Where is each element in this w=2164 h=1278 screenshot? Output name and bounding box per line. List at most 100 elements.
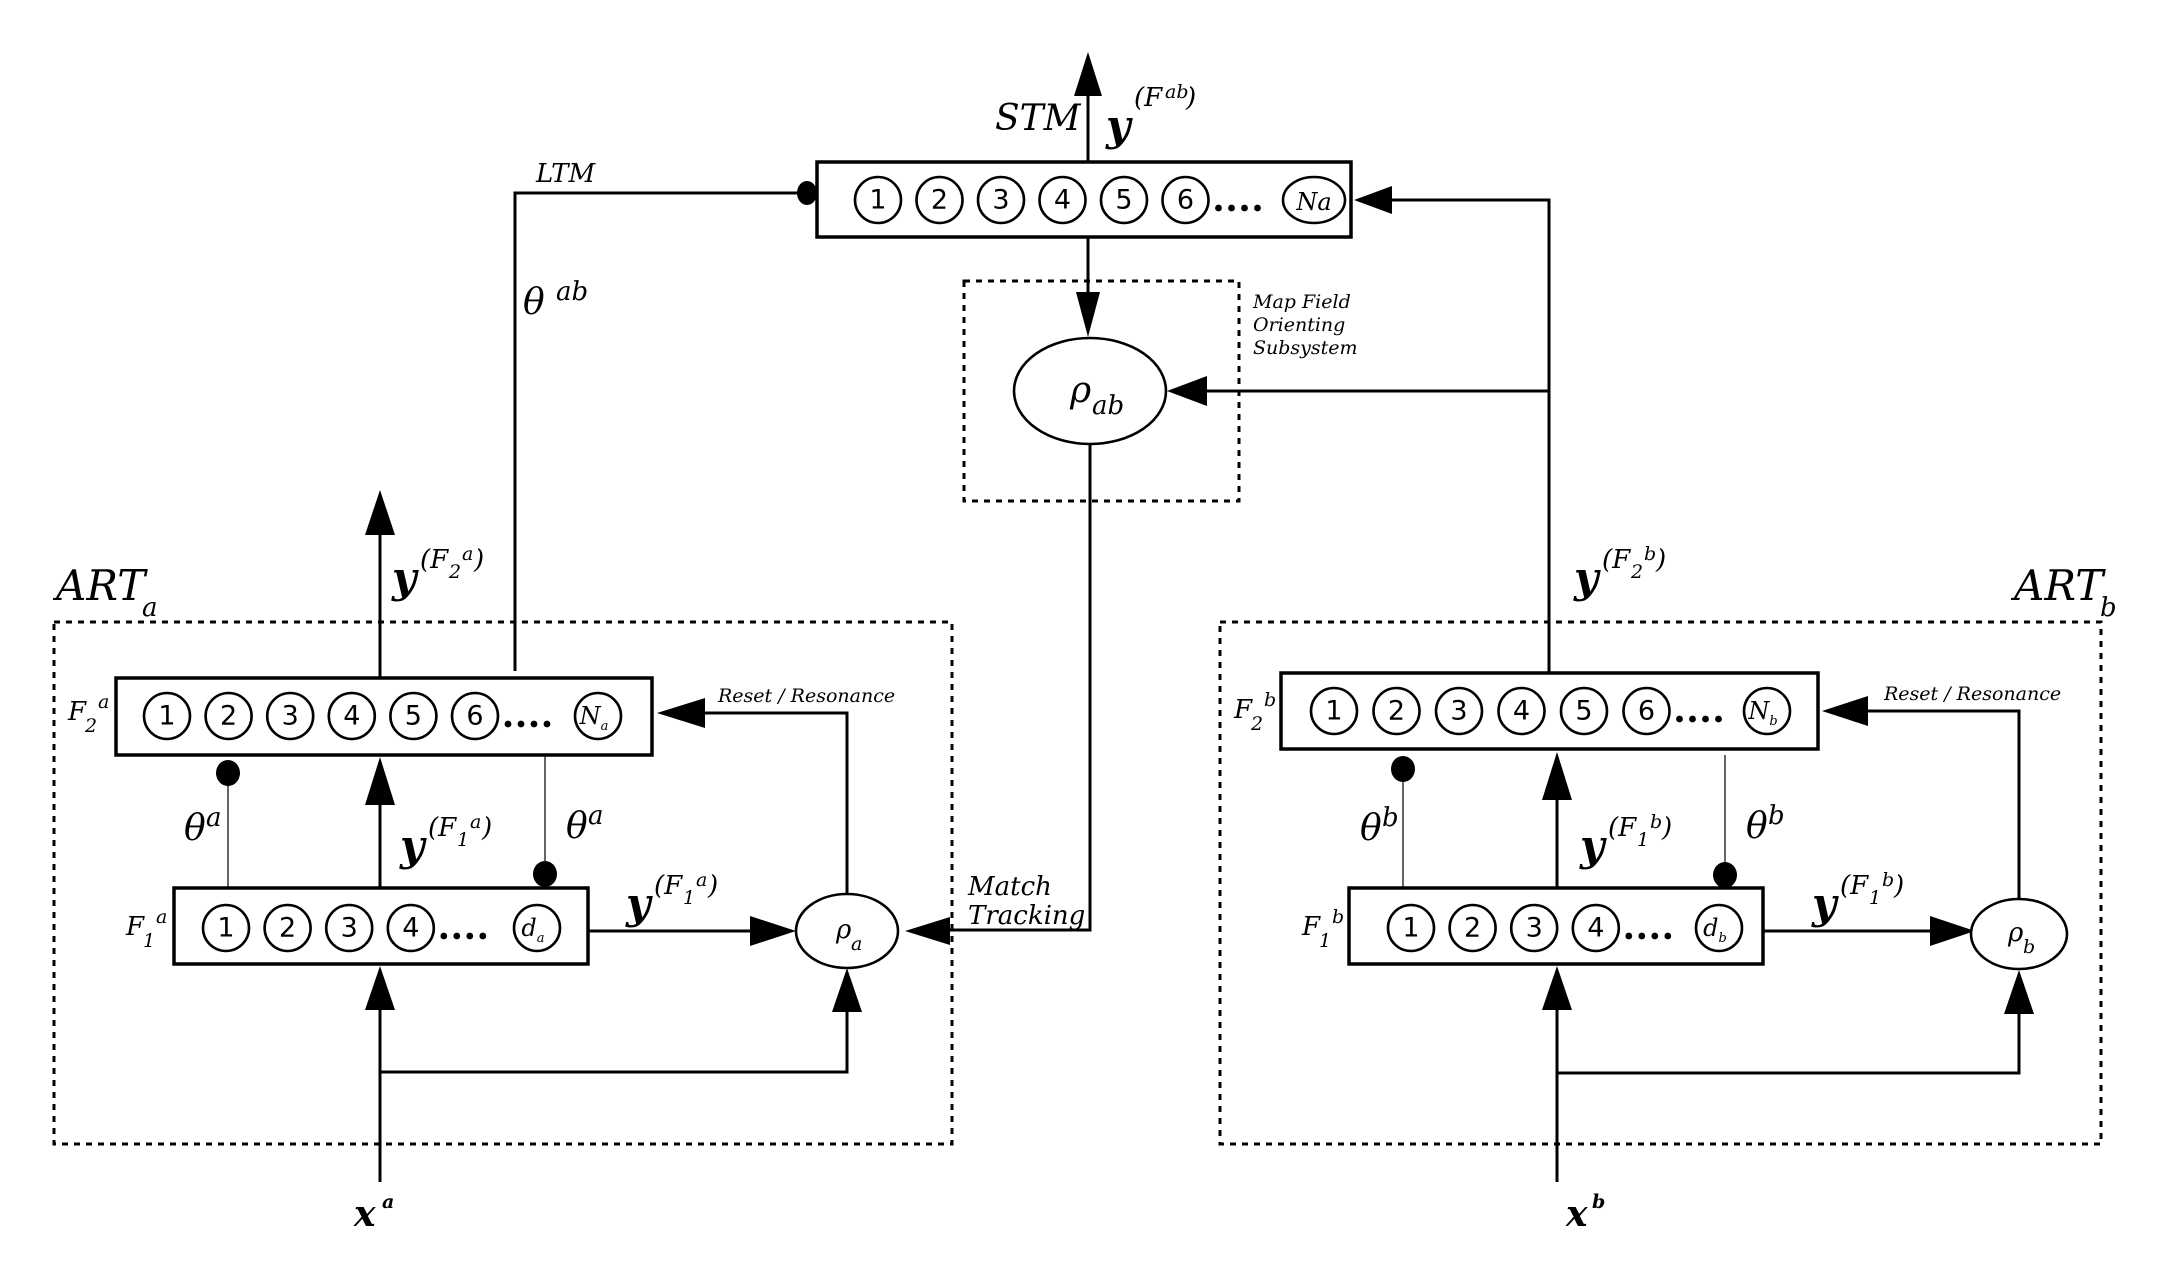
art-a-f2-node-label: 2 (220, 701, 237, 732)
art-a-f1-ellipsis-dot (466, 932, 474, 940)
art-b-f2-node (1372, 686, 1421, 736)
art-a-f2-ellipsis-dot (530, 720, 538, 728)
art-b-vigilance-label: ρ b (2007, 918, 2035, 958)
art-a-f1-last-node (512, 903, 562, 953)
art-b-f1-node (1448, 903, 1497, 953)
art-b-f2-node-label: 5 (1575, 696, 1592, 727)
map-field-node (976, 175, 1026, 225)
art-b-f2-layer-box (1279, 671, 1820, 751)
ltm-connection (513, 191, 800, 671)
arrow-down-icon (1076, 292, 1100, 337)
art-a-f2-node-label: 6 (466, 701, 483, 732)
art-b-f2-label: F 2 b (1233, 689, 1276, 735)
match-tracking-label: Match Tracking (967, 872, 1085, 931)
map-field-node-label: 4 (1054, 185, 1071, 216)
art-b-f2-node (1622, 686, 1671, 736)
arrow-right-icon (750, 916, 796, 946)
art-a-f1-ellipsis-dot (479, 932, 487, 940)
inhibitory-terminal-icon (797, 181, 817, 205)
art-a-f2-ellipsis-dot (504, 720, 512, 728)
inhibitory-terminal-icon (1391, 756, 1415, 782)
inhibitory-terminal-icon (1713, 862, 1737, 888)
art-b-y-f1-label-vertical: y (F 1 b ) (1579, 811, 1672, 870)
art-a-f2-node-label: 4 (343, 701, 360, 732)
art-b-f2-node-label: 1 (1325, 696, 1342, 727)
arrow-left-icon (1167, 376, 1207, 406)
art-b-f1-last-node-label: db (1703, 914, 1727, 946)
art-a-y-f1-label-vertical: y (F 1 a ) (399, 811, 492, 870)
art-b-reset-label: Reset / Resonance (1883, 683, 2061, 705)
art-b-f2-node-label: 6 (1638, 696, 1655, 727)
arrow-left-icon (657, 698, 705, 728)
art-a-y-f2-label: y (F 2 a ) (391, 543, 484, 602)
arrow-up-icon (832, 968, 862, 1012)
art-a-reset-label: Reset / Resonance (717, 685, 895, 707)
map-field-output-label: y (F ab ) (1105, 81, 1196, 150)
map-field-node-label: 2 (931, 185, 948, 216)
arrow-up-icon (1542, 966, 1572, 1010)
art-a-y-f1-label-horizontal: y (F 1 a ) (625, 869, 718, 928)
art-a-f1-node (324, 903, 374, 953)
art-b-f2-node-label: 2 (1388, 696, 1405, 727)
art-a-f1-node-label: 2 (279, 913, 296, 944)
art-b-input-label: x b (1565, 1191, 1605, 1235)
arrow-up-icon (365, 490, 395, 535)
vigilance-ab-label: ρ ab (1069, 370, 1124, 421)
art-a-boundary (52, 620, 954, 1146)
art-b-to-map-field-line (1392, 198, 1551, 672)
art-b-title: ART b (2010, 561, 2117, 623)
art-b-f1-label: F 1 b (1301, 906, 1344, 952)
art-a-f2-ellipsis-dot (517, 720, 525, 728)
art-a-f1-node-label: 1 (217, 913, 234, 944)
art-b-f1-ellipsis-dot (1664, 932, 1672, 940)
art-b-f1-node-label: 1 (1402, 913, 1419, 944)
art-b-f2-node-label: 4 (1513, 696, 1530, 727)
art-b-theta-left-label: θ b (1360, 803, 1399, 849)
map-field-ellipsis-dot (1241, 204, 1248, 212)
art-b-f2-ellipsis-dot (1715, 715, 1722, 723)
art-b-reset-line (1868, 709, 2021, 898)
map-field-node (1161, 175, 1210, 225)
art-b-f1-node-label: 4 (1587, 913, 1604, 944)
arrow-left-icon (1822, 696, 1868, 726)
art-a-f1-ellipsis-dot (453, 932, 461, 940)
art-a-input-to-vigilance-line (380, 1010, 849, 1074)
orienting-subsystem-label: Map Field Orienting Subsystem (1252, 291, 1358, 359)
map-field-node-label: 3 (992, 185, 1009, 216)
art-a-f1-last-node-label: da (521, 914, 544, 946)
map-field-node (853, 175, 903, 225)
art-a-theta-left-label: θ a (184, 803, 222, 849)
art-b-f1-node (1509, 903, 1559, 953)
art-a-f2-node (389, 691, 438, 741)
art-b-f2-ellipsis-dot (1676, 715, 1683, 723)
art-b-f1-node-label: 2 (1464, 913, 1481, 944)
map-field-node (915, 175, 964, 225)
art-a-f2-node (142, 691, 192, 741)
match-tracking-line (950, 444, 1092, 932)
art-b-f2-node (1434, 686, 1484, 736)
art-a-input-label: x a (353, 1191, 394, 1235)
art-a-f2-ellipsis-dot (543, 720, 551, 728)
map-field-node (1099, 175, 1149, 225)
art-b-f2-ellipsis-dot (1702, 715, 1709, 723)
map-field-last-node (1281, 175, 1347, 225)
art-a-f2-node (450, 691, 500, 741)
theta-ab-label: θ ab (523, 277, 588, 323)
map-field-node-label: 1 (869, 185, 886, 216)
art-a-f2-node-label: 3 (282, 701, 299, 732)
art-b-f1-node (1571, 903, 1621, 953)
art-a-f2-last-node-label: Na (579, 702, 609, 734)
map-field-ellipsis-dot (1254, 204, 1261, 212)
map-field-node-label: 5 (1115, 185, 1132, 216)
arrow-left-icon (905, 917, 950, 945)
art-b-f1-node (1386, 903, 1436, 953)
art-a-f2-node-label: 1 (158, 701, 175, 732)
art-b-f1-ellipsis-dot (1651, 932, 1659, 940)
